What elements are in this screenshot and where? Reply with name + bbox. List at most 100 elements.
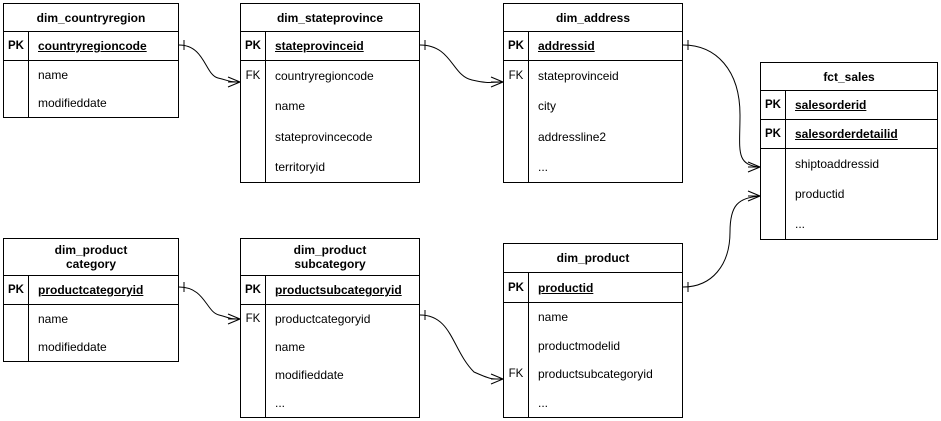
relationship-line [682, 195, 761, 288]
key-badge: FK [245, 70, 261, 83]
entity-title: dim_product subcategory [241, 239, 419, 276]
key-badge: PK [504, 32, 529, 60]
key-badge-empty [4, 305, 28, 333]
relationship-line [419, 314, 504, 380]
key-badge: FK [508, 368, 524, 381]
crowsfoot-prong [227, 81, 241, 88]
attribute-name: productsubcategoryid [538, 367, 653, 382]
relationship-countryregion-to-stateprovince[interactable] [178, 40, 241, 88]
key-badge: PK [4, 32, 29, 60]
attribute-block: name modifieddate [4, 61, 178, 117]
cardinality-many-marker [747, 190, 761, 202]
attribute-name: city [538, 99, 556, 114]
attribute-name: salesorderdetailid [795, 127, 898, 141]
key-badge-empty [241, 91, 265, 121]
attribute-name: productid [795, 187, 845, 201]
key-badge-empty [504, 152, 528, 182]
key-gutter: FK [504, 303, 529, 417]
relationship-line [178, 44, 241, 83]
attribute-name: productid [538, 280, 594, 295]
crowsfoot-prong [490, 76, 504, 83]
key-badge-empty [504, 122, 528, 152]
key-badge-empty [241, 122, 265, 152]
key-badge: PK [761, 120, 786, 148]
crowsfoot-prong [747, 161, 761, 168]
key-gutter: FK [241, 61, 266, 182]
key-gutter [4, 61, 29, 117]
key-badge-empty [4, 61, 28, 89]
key-badge-empty [504, 332, 528, 361]
attribute-name: ... [538, 159, 549, 174]
key-gutter [4, 305, 29, 361]
attribute-name: ... [275, 396, 286, 410]
attribute-name: productcategoryid [38, 283, 144, 297]
key-row[interactable]: PK addressid [504, 32, 682, 61]
attribute-name: productcategoryid [275, 312, 371, 326]
cardinality-many-marker [227, 76, 241, 88]
relationship-product-to-sales[interactable] [682, 190, 761, 292]
key-badge-empty [241, 152, 265, 182]
relationship-productcategory-to-subcategory[interactable] [178, 282, 241, 325]
attribute-name: countryregioncode [38, 39, 147, 53]
attribute-name: ... [795, 217, 806, 231]
cardinality-many-marker [747, 161, 761, 173]
key-badge: FK [245, 313, 261, 325]
key-row[interactable]: PK countryregioncode [4, 32, 178, 61]
relationship-line [682, 44, 761, 168]
crowsfoot-prong [227, 313, 241, 320]
key-row[interactable]: PK productid [504, 273, 682, 303]
attribute-name: addressline2 [538, 129, 607, 144]
attribute-name: name [38, 312, 69, 326]
key-badge: PK [241, 276, 266, 304]
key-badge-empty [241, 333, 265, 361]
relationship-address-to-sales[interactable] [682, 40, 761, 173]
attribute-name: ... [538, 395, 549, 410]
entity-title: dim_countryregion [4, 4, 178, 32]
crowsfoot-prong [747, 190, 761, 197]
key-badge-empty [4, 333, 28, 361]
attribute-name: addressid [538, 39, 595, 53]
key-badge-empty [504, 389, 528, 418]
key-row[interactable]: PK salesorderdetailid [761, 120, 937, 149]
cardinality-many-marker [490, 76, 504, 88]
crowsfoot-prong [747, 166, 761, 173]
attribute-name: name [38, 68, 69, 82]
attribute-name: productmodelid [538, 338, 621, 353]
crowsfoot-prong [227, 76, 241, 83]
attribute-name: stateprovinceid [275, 39, 364, 53]
relationship-stateprovince-to-address[interactable] [419, 40, 504, 88]
key-gutter: FK [241, 305, 266, 417]
crowsfoot-prong [747, 195, 761, 202]
relationship-line [178, 286, 241, 320]
crowsfoot-prong [490, 81, 504, 88]
attribute-name: modifieddate [275, 368, 344, 382]
relationship-subcategory-to-product[interactable] [419, 310, 504, 385]
key-badge-empty [241, 361, 265, 389]
key-badge-empty [4, 89, 28, 117]
attribute-name: countryregioncode [275, 69, 374, 84]
attribute-name: modifieddate [38, 96, 107, 110]
key-badge: PK [504, 273, 529, 302]
